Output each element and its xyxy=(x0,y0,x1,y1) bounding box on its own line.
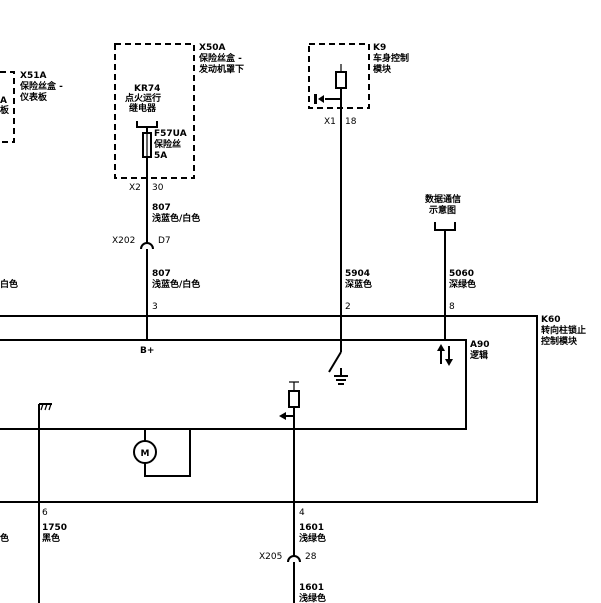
motor-loop xyxy=(144,429,191,477)
logic-a90-id: A90 xyxy=(470,340,490,350)
relay-kr74-name-2: 继电器 xyxy=(129,102,157,114)
fuse-f57ua-name: 保险丝 xyxy=(153,138,181,150)
fragment-color-left-2: 色 xyxy=(0,532,9,544)
k60-pin-4: 4 xyxy=(299,508,305,518)
fuse-box-x51a-name-2: 仪表板 xyxy=(19,91,48,103)
module-k9-input-icon xyxy=(314,94,317,104)
module-k9-resistor-icon xyxy=(335,71,347,89)
wire-5060-circuit: 5060 xyxy=(449,269,474,279)
wire-1601-lower-circuit: 1601 xyxy=(299,583,324,593)
module-k9-id: K9 xyxy=(373,43,386,53)
wire-1601-upper-color: 浅绿色 xyxy=(299,532,326,544)
module-k60-id: K60 xyxy=(541,315,561,325)
wire-1601-lower-color: 浅绿色 xyxy=(299,592,326,603)
connector-x2-id: X2 xyxy=(129,183,141,193)
switch-icon xyxy=(328,351,342,373)
fuse-box-x51a: X51A 保险丝盒 - 仪表板 A 板 xyxy=(0,71,63,143)
k60-pin-3: 3 xyxy=(152,302,158,312)
connector-x202-id: X202 xyxy=(112,236,135,246)
connector-x1-id: X1 xyxy=(324,117,336,127)
fragment-plate: 板 xyxy=(0,104,10,116)
b-plus-label: B+ xyxy=(140,346,154,356)
module-k9-outline xyxy=(308,43,370,109)
data-comm-bracket-icon xyxy=(434,222,456,231)
wire-1601-upper-circuit: 1601 xyxy=(299,523,324,533)
data-comm-label-2: 示意图 xyxy=(429,204,456,216)
wire-807-upper-circuit: 807 xyxy=(152,203,171,213)
fragment-color-left-1: 白色 xyxy=(0,278,18,290)
wire-807-lower-color: 浅蓝色/白色 xyxy=(152,278,200,290)
logic-a90: A90 逻辑 xyxy=(0,339,490,430)
relay-kr74-id: KR74 xyxy=(134,84,160,94)
fuse-box-x50a-name-1: 保险丝盒 - xyxy=(198,52,242,64)
module-k60-name-1: 转向柱锁止 xyxy=(541,324,586,336)
connector-x202-pin: D7 xyxy=(158,236,171,246)
k60-pin-6: 6 xyxy=(42,508,48,518)
wire-5060-color: 深绿色 xyxy=(449,278,476,290)
logic-a90-outline xyxy=(0,339,467,430)
arrow-down-icon xyxy=(445,359,453,366)
output-driver xyxy=(279,381,300,420)
fuse-box-x50a-outline xyxy=(114,43,195,179)
fuse-f57ua-rating: 5A xyxy=(154,151,167,161)
wire-1750-color: 黑色 xyxy=(42,532,60,544)
fragment-a: A xyxy=(0,96,7,106)
fuse-box-x50a: X50A 保险丝盒 - 发动机罩下 KR74 点火运行 继电器 F57UA 保险… xyxy=(114,43,244,179)
fuse-box-x51a-name-1: 保险丝盒 - xyxy=(19,80,63,92)
wire-5904-circuit: 5904 xyxy=(345,269,370,279)
k60-pin-2: 2 xyxy=(345,302,351,312)
module-k60: K60 转向柱锁止 控制模块 xyxy=(0,315,586,503)
module-k9: K9 车身控制 模块 xyxy=(308,43,409,109)
fuse-box-x51a-outline xyxy=(0,71,15,143)
wire-1750-circuit: 1750 xyxy=(42,523,67,533)
fuse-box-x50a-name-2: 发动机罩下 xyxy=(198,63,244,75)
data-comm-label-1: 数据通信 xyxy=(425,193,461,205)
fuse-box-x50a-id: X50A xyxy=(199,43,225,53)
connector-x205-pin: 28 xyxy=(305,552,317,562)
module-k9-name-2: 模块 xyxy=(373,63,392,75)
logic-a90-name: 逻辑 xyxy=(469,349,488,361)
module-k9-name-1: 车身控制 xyxy=(373,52,409,64)
connector-x202-icon xyxy=(140,242,154,250)
output-driver-arrow-icon xyxy=(279,412,286,420)
connector-x205-icon xyxy=(287,555,301,563)
module-k60-name-2: 控制模块 xyxy=(541,335,578,347)
relay-kr74-contact-icon xyxy=(136,121,158,128)
wire-807-upper-color: 浅蓝色/白色 xyxy=(152,212,200,224)
motor-symbol: M xyxy=(141,449,150,459)
relay-kr74-name-1: 点火运行 xyxy=(125,92,161,104)
k60-pin-8: 8 xyxy=(449,302,455,312)
internal-ground-icon-3 xyxy=(48,403,52,411)
output-driver-resistor-icon xyxy=(288,390,300,408)
motor: M xyxy=(133,429,191,477)
fuse-box-x51a-id: X51A xyxy=(20,71,46,81)
arrow-up-icon xyxy=(437,344,445,351)
connector-x205-id: X205 xyxy=(259,552,282,562)
module-k60-outline xyxy=(0,315,538,503)
connector-x2-pin: 30 xyxy=(152,183,164,193)
fuse-f57ua-id: F57UA xyxy=(154,129,187,139)
internal-ground-icon-2 xyxy=(44,403,48,411)
wire-807-lower-circuit: 807 xyxy=(152,269,171,279)
wire-5904-color: 深蓝色 xyxy=(345,278,372,290)
internal-ground-icon-1 xyxy=(40,403,44,411)
connector-x1-pin: 18 xyxy=(345,117,357,127)
module-k9-arrow-icon xyxy=(318,95,324,103)
